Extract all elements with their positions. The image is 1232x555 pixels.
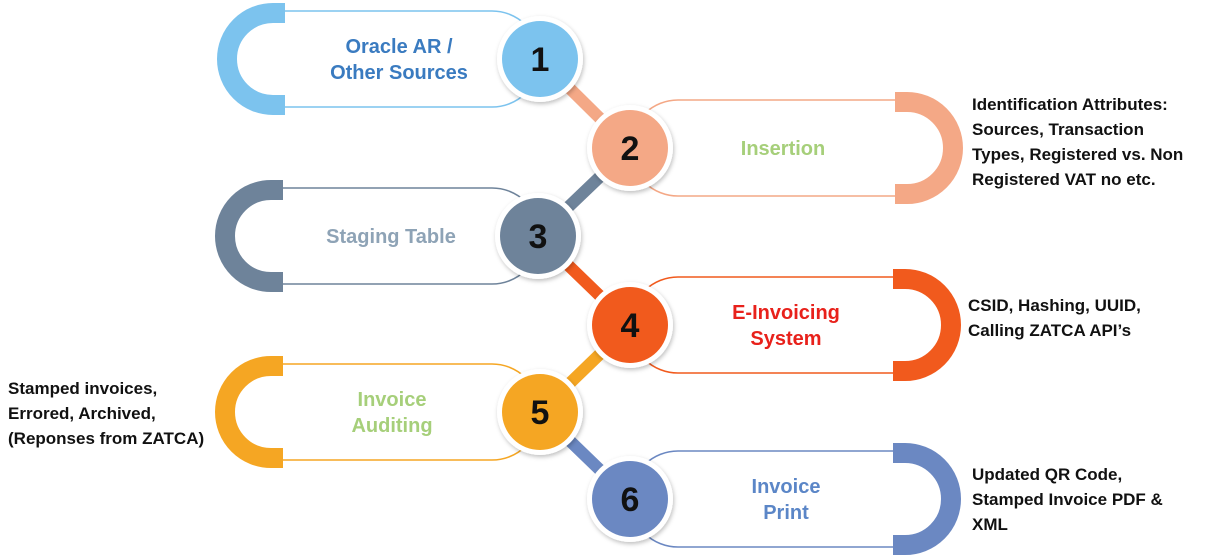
step-end-cap: [895, 92, 963, 204]
step-2: 2 Insertion: [587, 92, 963, 204]
note-step5: Stamped invoices, Errored, Archived, (Repo…: [8, 379, 204, 448]
note-line: Updated QR Code,: [972, 465, 1122, 484]
note-step2: Identification Attributes: Sources, Trans…: [972, 95, 1183, 189]
step-label: Staging Table: [326, 226, 456, 248]
step-1: 1 Oracle AR / Other Sources: [217, 2, 583, 115]
note-line: Calling ZATCA API’s: [968, 321, 1131, 340]
step-label: System: [750, 328, 821, 350]
step-number-circle: [592, 461, 668, 537]
step-number: 4: [621, 307, 640, 345]
step-label: Invoice: [752, 476, 821, 498]
step-end-cap: [893, 443, 961, 555]
note-line: CSID, Hashing, UUID,: [968, 296, 1141, 315]
step-number: 6: [621, 481, 640, 519]
step-label: Print: [763, 502, 809, 524]
step-label: Other Sources: [330, 62, 468, 84]
step-number-circle: [500, 198, 576, 274]
note-line: Identification Attributes:: [972, 95, 1168, 114]
step-end-cap: [215, 180, 283, 292]
note-line: Stamped invoices,: [8, 379, 157, 398]
step-label: Auditing: [351, 415, 432, 437]
step-label: Invoice: [358, 389, 427, 411]
step-notes: Identification Attributes: Sources, Trans…: [8, 95, 1183, 534]
step-pills: 1 Oracle AR / Other Sources 2 Insertion 3 Stag…: [215, 2, 963, 555]
note-line: (Reponses from ZATCA): [8, 429, 204, 448]
step-label: E-Invoicing: [732, 302, 840, 324]
step-number-circle: [592, 110, 668, 186]
note-line: Registered VAT no etc.: [972, 170, 1156, 189]
step-number: 3: [529, 218, 548, 256]
note-line: XML: [972, 515, 1008, 534]
step-label: Insertion: [741, 138, 825, 160]
step-number: 1: [531, 41, 550, 79]
step-3: 3 Staging Table: [215, 180, 581, 292]
step-number-circle: [502, 21, 578, 97]
step-number: 5: [531, 394, 550, 432]
note-step4: CSID, Hashing, UUID, Calling ZATCA API’s: [968, 296, 1141, 340]
note-step6: Updated QR Code, Stamped Invoice PDF & XML: [972, 465, 1163, 534]
note-line: Sources, Transaction: [972, 120, 1144, 139]
step-number-circle: [502, 374, 578, 450]
note-line: Errored, Archived,: [8, 404, 156, 423]
step-end-cap: [217, 2, 285, 115]
step-end-cap: [893, 269, 961, 381]
step-end-cap: [215, 356, 283, 468]
step-number-circle: [592, 287, 668, 363]
note-line: Stamped Invoice PDF &: [972, 490, 1163, 509]
step-label: Oracle AR /: [345, 36, 453, 58]
step-number: 2: [621, 130, 640, 168]
note-line: Types, Registered vs. Non: [972, 145, 1183, 164]
